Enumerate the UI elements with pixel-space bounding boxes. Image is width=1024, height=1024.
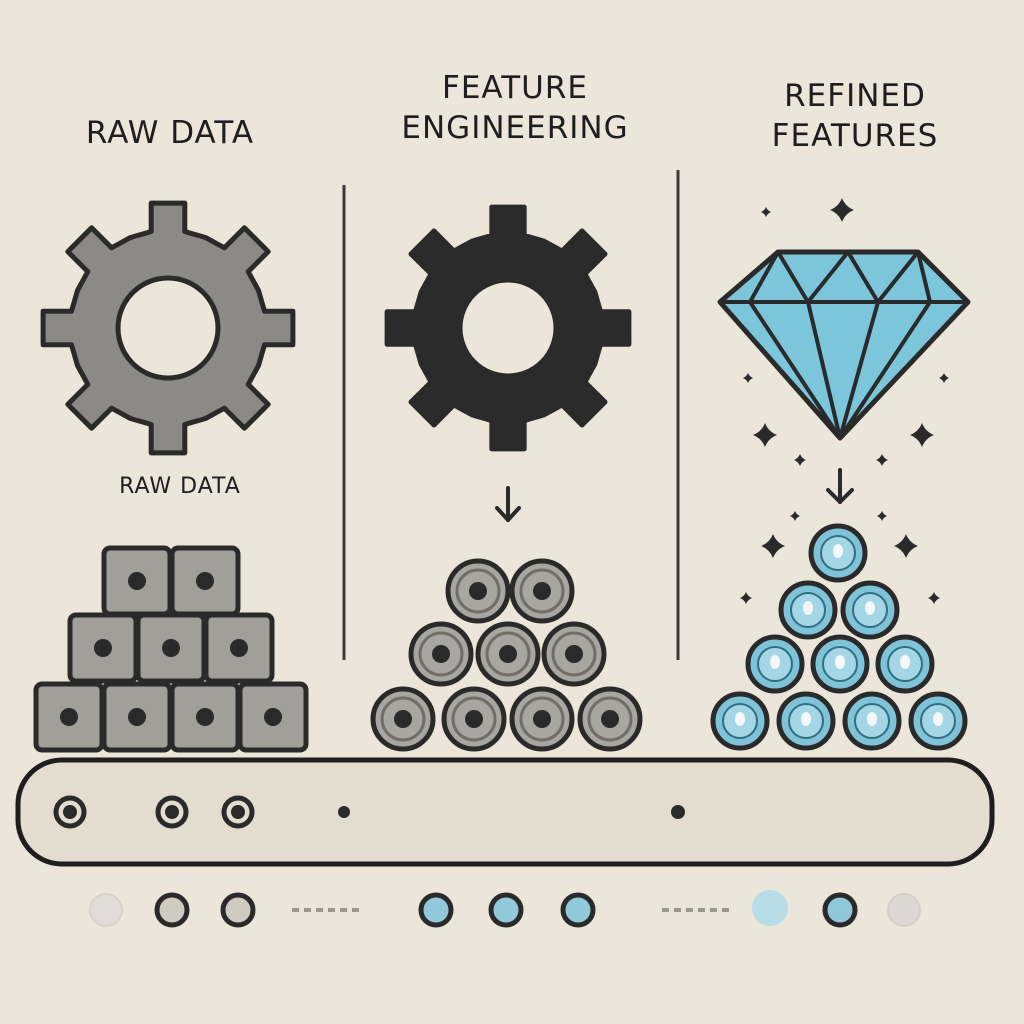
heading-refined-line1: REFINED xyxy=(784,78,926,114)
heading-raw-data-text: RAW DATA xyxy=(85,115,255,151)
raw-data-block xyxy=(101,681,173,753)
engineered-cylinder xyxy=(408,621,474,687)
engineered-cylinder xyxy=(577,686,643,752)
refined-sphere xyxy=(710,691,770,751)
heading-raw-data: RAW DATA xyxy=(40,113,300,153)
sparkle-icon xyxy=(740,592,752,604)
sparkle-icon xyxy=(761,534,785,558)
engineered-cylinder xyxy=(541,621,607,687)
refined-sphere xyxy=(776,691,836,751)
raw-data-block xyxy=(169,681,241,753)
refined-sphere xyxy=(810,634,870,694)
heading-refined-line2: FEATURES xyxy=(771,118,939,154)
conveyor-belt xyxy=(15,757,995,867)
roller xyxy=(220,892,256,928)
arrow-down-icon xyxy=(826,468,854,504)
raw-data-block xyxy=(33,681,105,753)
engineered-cylinder xyxy=(509,558,575,624)
sparkle-icon xyxy=(830,198,854,222)
roller xyxy=(887,893,921,927)
sparkle-icon xyxy=(753,423,777,447)
heading-feature-line2: ENGINEERING xyxy=(401,110,629,146)
sparkle-icon xyxy=(877,511,887,521)
refined-sphere xyxy=(778,580,838,640)
roller xyxy=(560,892,596,928)
sparkle-icon xyxy=(876,454,888,466)
sparkle-icon xyxy=(761,207,771,217)
raw-data-sublabel: RAW DATA xyxy=(119,474,241,499)
sparkle-icon xyxy=(794,454,806,466)
roller xyxy=(154,892,190,928)
sparkle-icon xyxy=(939,373,949,383)
gear-icon xyxy=(40,200,296,456)
raw-data-block xyxy=(67,612,139,684)
heading-feature-engineering: FEATURE ENGINEERING xyxy=(365,68,665,148)
sparkle-icon xyxy=(894,534,918,558)
raw-data-block xyxy=(169,545,241,617)
heading-feature-line1: FEATURE xyxy=(442,70,588,106)
sparkles-group xyxy=(740,198,949,604)
raw-data-block xyxy=(203,612,275,684)
raw-data-blocks xyxy=(33,545,309,753)
raw-data-block xyxy=(237,681,309,753)
refined-spheres xyxy=(710,523,968,751)
roller xyxy=(89,893,123,927)
engineered-cylinder xyxy=(509,686,575,752)
refined-sphere xyxy=(840,580,900,640)
raw-data-block xyxy=(101,545,173,617)
engineered-cylinders xyxy=(370,558,643,752)
refined-sphere xyxy=(875,634,935,694)
gear-icon xyxy=(384,204,632,452)
sparkle-icon xyxy=(928,592,940,604)
refined-sphere xyxy=(808,523,868,583)
refined-sphere xyxy=(842,691,902,751)
engineered-cylinder xyxy=(441,686,507,752)
refined-sphere xyxy=(745,634,805,694)
sparkle-icon xyxy=(790,511,800,521)
roller xyxy=(488,892,524,928)
sparkle-icon xyxy=(743,373,753,383)
engineered-cylinder xyxy=(370,686,436,752)
roller xyxy=(752,890,788,926)
heading-refined-features: REFINED FEATURES xyxy=(720,76,990,156)
engineered-cylinder xyxy=(475,621,541,687)
roller xyxy=(822,892,858,928)
raw-data-block xyxy=(135,612,207,684)
arrow-down-icon xyxy=(495,486,521,522)
sparkle-icon xyxy=(910,423,934,447)
roller xyxy=(418,892,454,928)
conveyor-rollers xyxy=(89,890,921,928)
refined-sphere xyxy=(908,691,968,751)
diamond-icon xyxy=(717,249,971,441)
engineered-cylinder xyxy=(445,558,511,624)
